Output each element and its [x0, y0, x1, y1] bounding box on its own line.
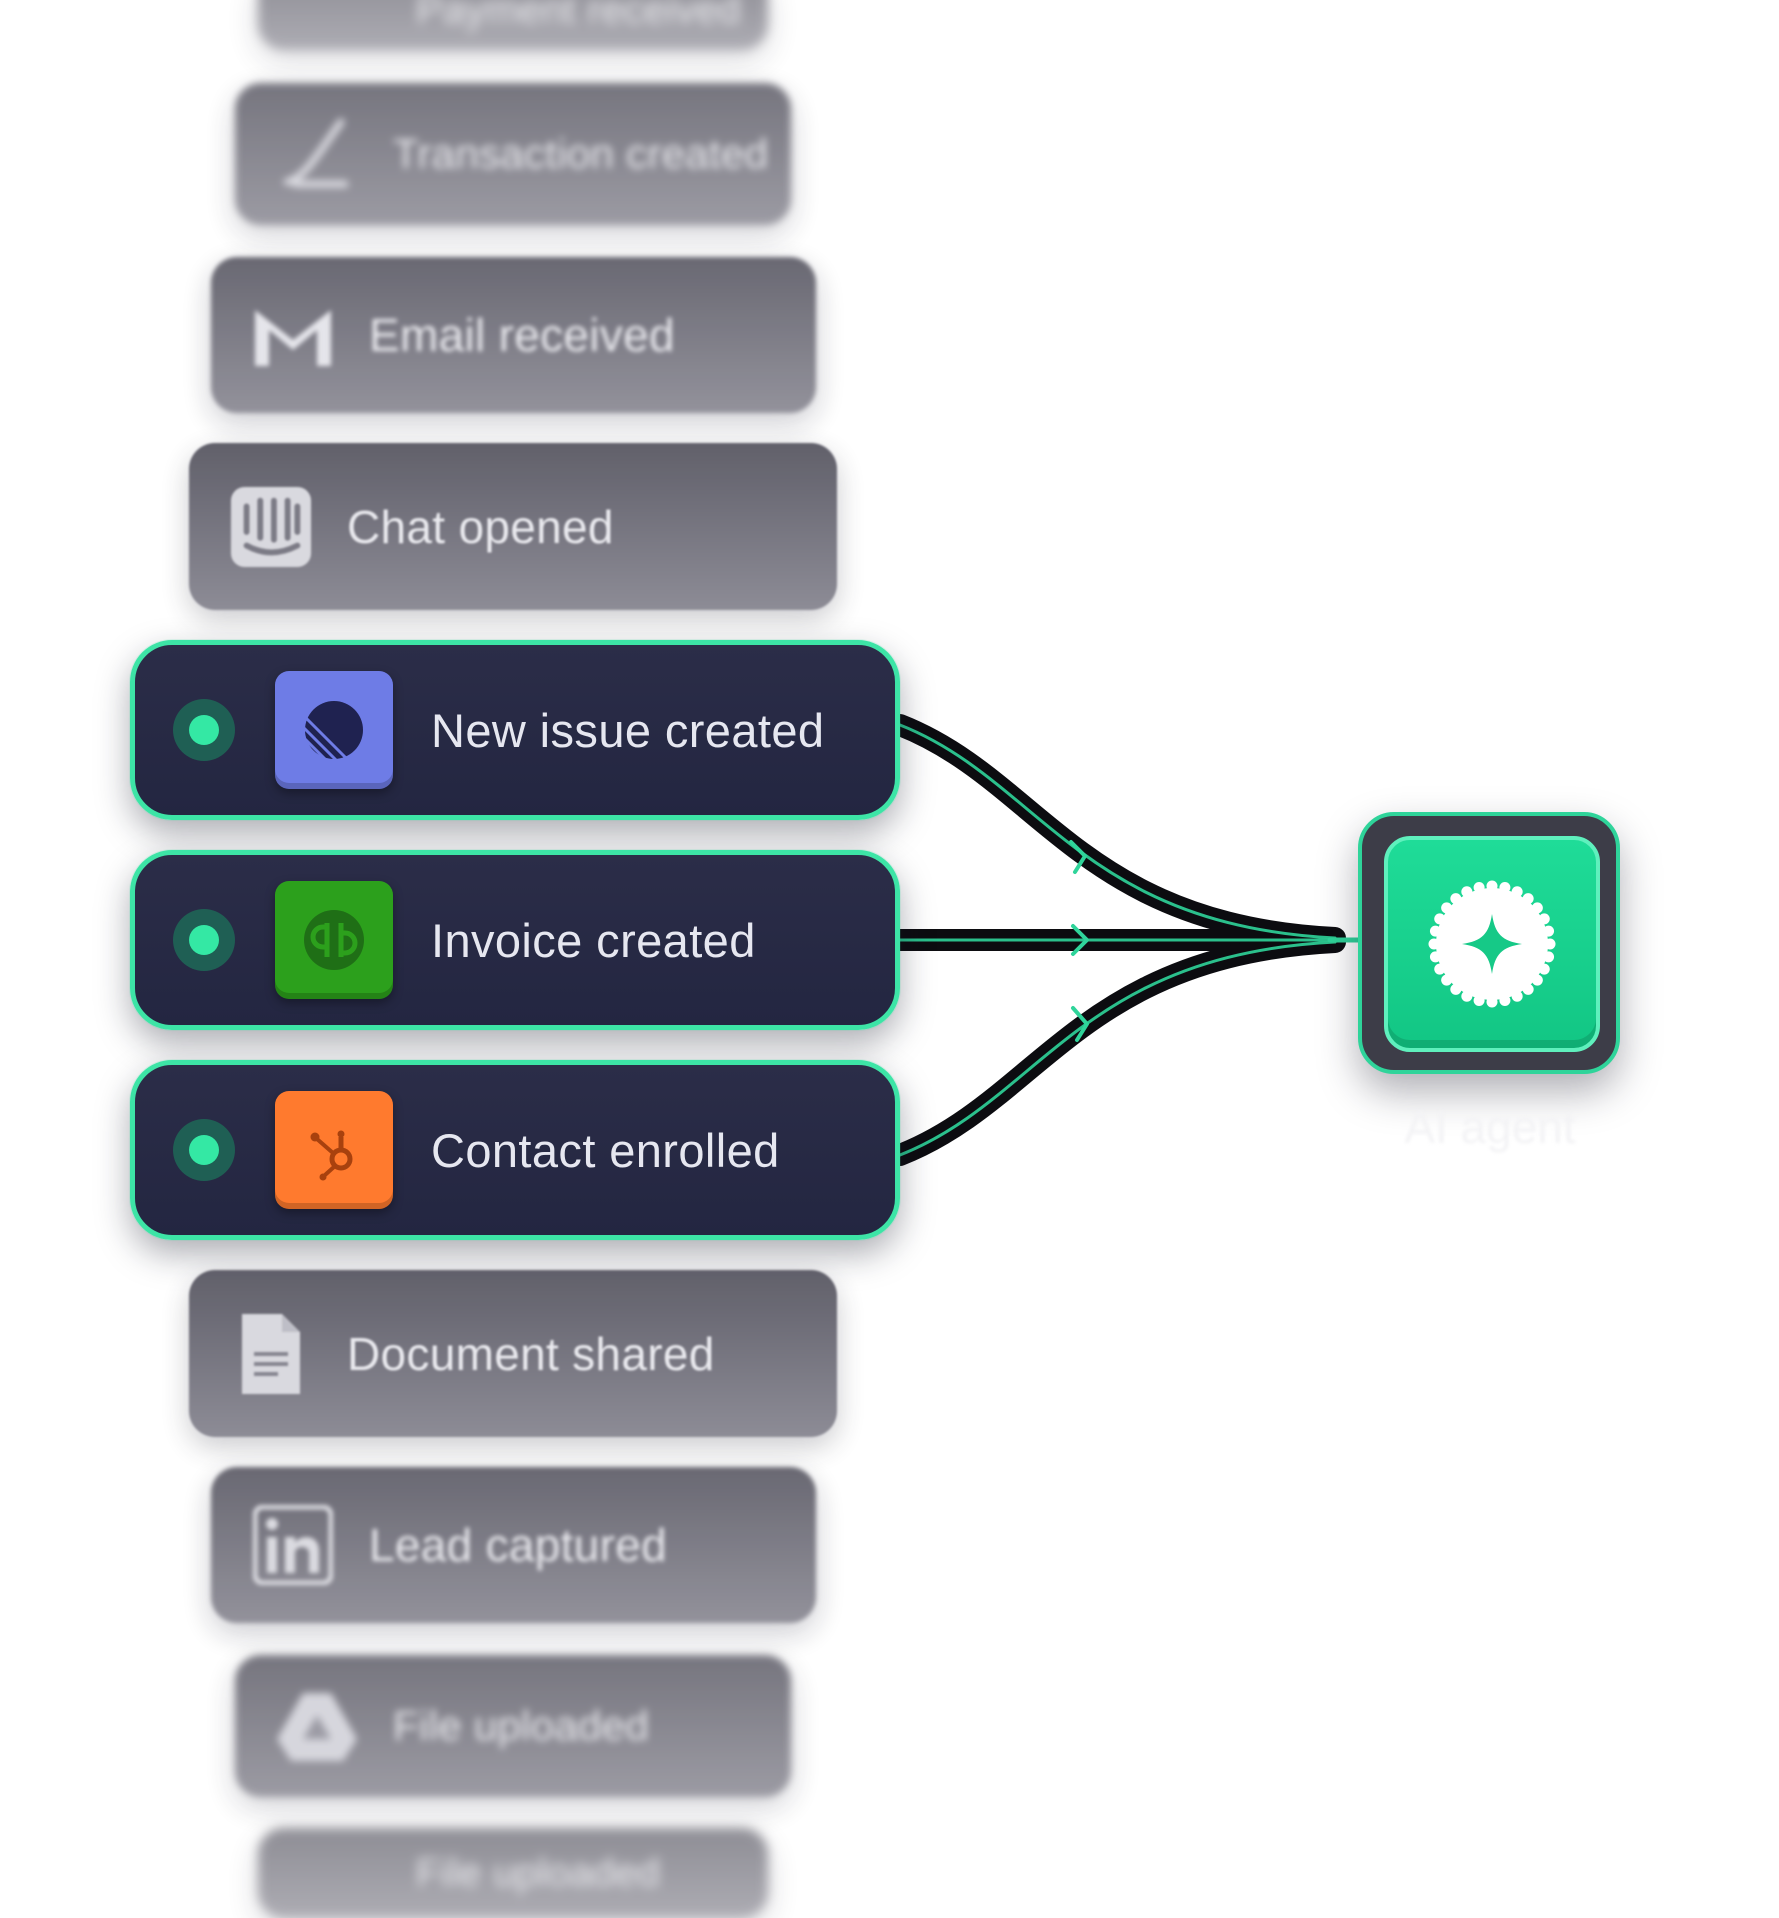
drive-icon	[275, 1684, 359, 1768]
arrow-issue-icon	[1069, 840, 1087, 874]
pen-icon	[298, 0, 382, 52]
trigger-card-faded[interactable]: Transaction created	[235, 83, 791, 225]
trigger-card-invoice[interactable]: Invoice created	[130, 850, 900, 1030]
trigger-card-contact[interactable]: Contact enrolled	[130, 1060, 900, 1240]
trigger-card-faded[interactable]: Lead captured	[211, 1467, 816, 1623]
drive-icon	[298, 1831, 382, 1915]
status-indicator	[173, 1119, 235, 1181]
linkedin-icon	[251, 1503, 335, 1587]
trigger-card-faded[interactable]: Document shared	[189, 1270, 837, 1437]
trigger-card-faded[interactable]: File uploaded	[258, 1828, 768, 1918]
trigger-card-new-issue[interactable]: New issue created	[130, 640, 900, 820]
trigger-card-faded[interactable]: Chat opened	[189, 443, 837, 610]
connector-contact	[889, 931, 1346, 1166]
linear-icon	[275, 671, 393, 789]
trigger-card-faded[interactable]: Payment received	[258, 0, 768, 50]
status-indicator	[173, 699, 235, 761]
quickbooks-icon	[275, 881, 393, 999]
trigger-card-faded[interactable]: Email received	[211, 257, 816, 413]
arrow-contact-icon	[1071, 1006, 1089, 1042]
connector-issue	[889, 714, 1346, 949]
ai-agent-node[interactable]	[1358, 812, 1620, 1074]
status-indicator	[173, 909, 235, 971]
arrow-invoice-icon	[1071, 924, 1089, 956]
intercom-icon	[229, 485, 313, 569]
sparkle-gear-icon	[1428, 880, 1556, 1008]
ai-agent-label: AI agent	[1404, 1101, 1576, 1153]
trigger-card-faded[interactable]: File uploaded	[235, 1655, 791, 1797]
ai-agent-tile	[1384, 836, 1600, 1052]
hubspot-icon	[275, 1091, 393, 1209]
gmail-icon	[251, 293, 335, 377]
pen-icon	[275, 112, 359, 196]
document-icon	[229, 1312, 313, 1396]
